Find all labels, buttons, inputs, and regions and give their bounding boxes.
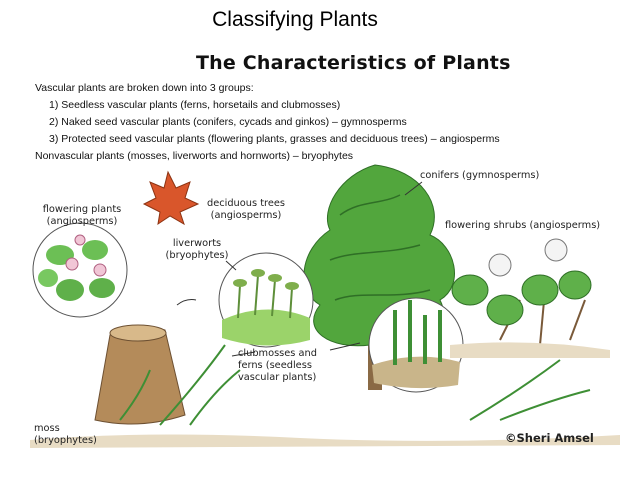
intro-nonvascular: Nonvascular plants (mosses, liverworts a… — [35, 150, 354, 162]
label-flowering-plants-line2: (angiosperms) — [46, 216, 118, 227]
label-clubmosses-ferns: clubmosses and ferns (seedless vascular … — [238, 348, 338, 384]
liverworts-drawing — [218, 252, 314, 348]
label-deciduous-trees: deciduous trees (angiosperms) — [198, 198, 294, 222]
intro-item-seedless: 1) Seedless vascular plants (ferns, hors… — [49, 99, 341, 111]
label-leader-lines — [225, 181, 423, 357]
credit-text: ©Sheri Amsel — [505, 431, 594, 445]
intro-lead: Vascular plants are broken down into 3 g… — [35, 82, 254, 94]
flowering-plants-drawing — [32, 222, 128, 318]
diagram-heading: The Characteristics of Plants — [196, 52, 511, 74]
label-liverworts-line2: (bryophytes) — [165, 250, 229, 261]
label-clubmosses-line1: clubmosses and — [238, 348, 317, 359]
intro-text: Vascular plants are broken down into 3 g… — [35, 80, 500, 165]
slide-title: Classifying Plants — [212, 8, 378, 31]
label-moss: moss (bryophytes) — [34, 423, 114, 447]
label-clubmosses-line2: ferns (seedless — [238, 360, 312, 371]
fern-drawing — [119, 344, 591, 426]
label-deciduous-trees-line1: deciduous trees — [206, 198, 286, 209]
intro-item-naked-seed: 2) Naked seed vascular plants (conifers,… — [49, 116, 407, 128]
tree-stump-drawing — [94, 326, 186, 425]
label-clubmosses-line3: vascular plants) — [238, 372, 317, 383]
label-moss-line2: (bryophytes) — [34, 435, 97, 446]
label-flowering-plants-line1: flowering plants — [42, 204, 122, 215]
label-conifers: conifers (gymnosperms) — [420, 170, 540, 181]
arrow-drawing — [176, 299, 197, 306]
label-liverworts-line1: liverworts — [172, 238, 222, 249]
label-flowering-shrubs: flowering shrubs (angiosperms) — [445, 220, 601, 231]
intro-item-protected-seed: 3) Protected seed vascular plants (flowe… — [49, 133, 500, 145]
flowering-shrub-drawing — [450, 238, 610, 358]
clubmoss-drawing — [368, 297, 464, 393]
maple-leaf-drawing — [142, 170, 200, 226]
label-deciduous-trees-line2: (angiosperms) — [210, 210, 282, 221]
label-flowering-plants: flowering plants (angiosperms) — [36, 204, 128, 228]
stump-top — [109, 324, 167, 342]
label-liverworts: liverworts (bryophytes) — [158, 238, 236, 262]
ground — [30, 434, 620, 448]
label-moss-line1: moss — [34, 423, 60, 434]
